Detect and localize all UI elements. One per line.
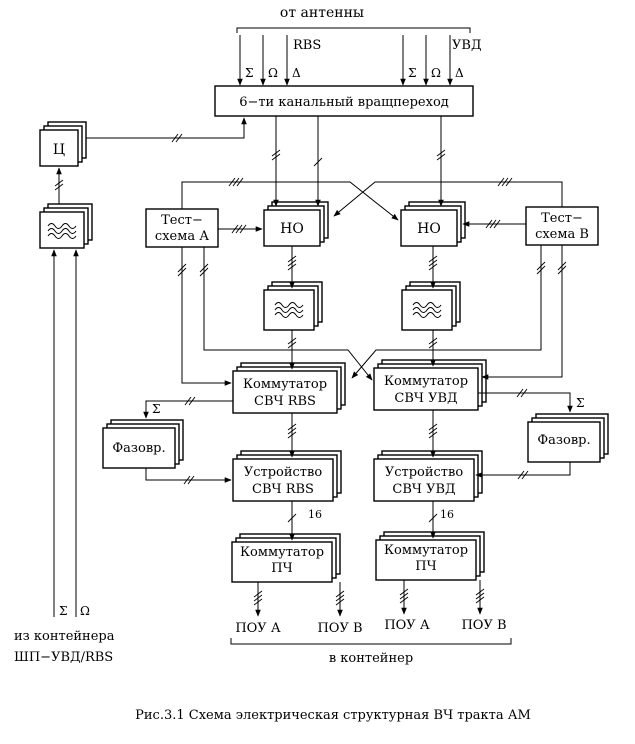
sigma-label-rbs: Σ — [245, 66, 253, 80]
test-scheme-a-line2: схема А — [155, 229, 209, 244]
commutator-uvd-line2: СВЧ УВД — [394, 391, 457, 406]
if-commutator-right-block: Коммутатор ПЧ — [375, 531, 485, 581]
device-rbs-block: Устройство СВЧ RBS — [232, 450, 342, 502]
sigma-label-phase-right: Σ — [576, 396, 584, 410]
delta-label-rbs: Δ — [292, 66, 301, 80]
uvd-label: УВД — [452, 38, 482, 53]
rotary-joint-block: 6−ти канальный вращпереход — [214, 85, 474, 117]
device-rbs-line1: Устройство — [244, 465, 322, 480]
test-scheme-b-line1: Тест− — [541, 211, 583, 226]
sigma-label-uvd: Σ — [408, 66, 416, 80]
device-uvd-block: Устройство СВЧ УВД — [373, 450, 483, 502]
coupler-right-label: НО — [417, 221, 441, 237]
omega-label-uvd: Ω — [431, 66, 441, 80]
channel-count-left: 16 — [308, 508, 322, 521]
omega-label-rbs: Ω — [268, 66, 278, 80]
test-scheme-a-line1: Тест− — [161, 213, 203, 228]
antenna-label: от антенны — [280, 5, 364, 21]
commutator-uvd-block: Коммутатор СВЧ УВД — [373, 359, 487, 411]
pou-b-left: ПОУ В — [317, 621, 362, 636]
rotary-joint-label: 6−ти канальный вращпереход — [239, 95, 449, 110]
commutator-rbs-block: Коммутатор СВЧ RBS — [232, 362, 346, 414]
coupler-right-block: НО — [400, 201, 466, 247]
coupler-left-label: НО — [280, 221, 304, 237]
test-scheme-a-block: Тест− схема А — [145, 208, 219, 248]
if-commutator-right-line2: ПЧ — [415, 559, 436, 574]
device-uvd-line2: СВЧ УВД — [392, 482, 455, 497]
test-scheme-b-line2: схема В — [535, 227, 589, 242]
input-filter-block — [39, 203, 93, 249]
sigma-label-input: Σ — [59, 604, 67, 618]
sigma-label-phase-left: Σ — [152, 402, 160, 416]
pou-a-left: ПОУ А — [235, 621, 281, 636]
delta-label-uvd: Δ — [455, 66, 464, 80]
if-commutator-left-line2: ПЧ — [271, 561, 292, 576]
from-container-label-1: из контейнера — [14, 629, 115, 644]
c-block-label: Ц — [53, 142, 65, 158]
commutator-rbs-line2: СВЧ RBS — [254, 394, 316, 409]
phase-shifter-right-block: Фазовр. — [527, 413, 609, 463]
from-container-label-2: ШП−УВД/RBS — [14, 650, 113, 665]
coupler-left-block: НО — [263, 201, 329, 247]
pou-a-right: ПОУ А — [384, 618, 430, 633]
device-rbs-line2: СВЧ RBS — [252, 482, 314, 497]
filter-left-block — [263, 281, 323, 331]
channel-count-right: 16 — [440, 508, 454, 521]
if-commutator-left-block: Коммутатор ПЧ — [231, 533, 341, 583]
omega-label-input: Ω — [80, 604, 90, 618]
to-container-label: в контейнер — [329, 651, 413, 666]
rbs-label: RBS — [293, 38, 321, 53]
phase-shifter-left-label: Фазовр. — [112, 441, 165, 456]
if-commutator-right-line1: Коммутатор — [384, 543, 468, 558]
pou-b-right: ПОУ В — [461, 618, 506, 633]
c-block: Ц — [39, 121, 87, 167]
commutator-rbs-line1: Коммутатор — [243, 377, 327, 392]
commutator-uvd-line1: Коммутатор — [384, 374, 468, 389]
phase-shifter-left-block: Фазовр. — [102, 419, 184, 469]
filter-right-block — [401, 281, 461, 331]
test-scheme-b-block: Тест− схема В — [525, 206, 599, 246]
phase-shifter-right-label: Фазовр. — [537, 433, 590, 448]
device-uvd-line1: Устройство — [385, 465, 463, 480]
figure-caption: Рис.3.1 Схема электрическая структурная … — [135, 708, 531, 723]
if-commutator-left-line1: Коммутатор — [240, 545, 324, 560]
